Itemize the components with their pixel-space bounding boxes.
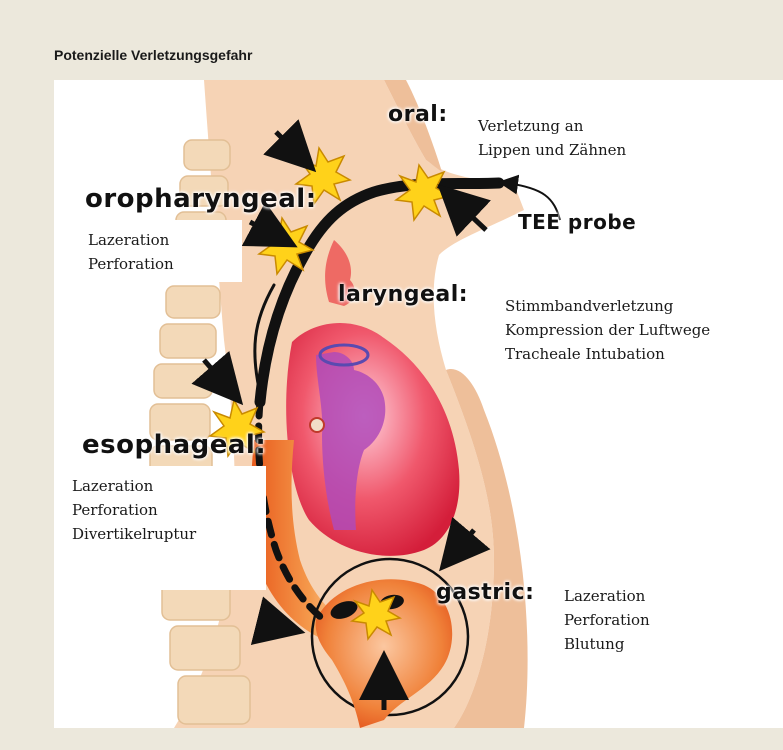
note-oral: Verletzung an Lippen und Zähnen xyxy=(478,114,626,162)
vertebra xyxy=(160,324,216,358)
note-line: Lazeration xyxy=(72,474,258,498)
figure-title: Potenzielle Verletzungsgefahr xyxy=(54,47,252,63)
note-line: Verletzung an xyxy=(478,114,626,138)
region-label-esophageal: esophageal: xyxy=(82,430,266,460)
note-line: Lazeration xyxy=(88,228,234,252)
vertebra xyxy=(170,626,240,670)
note-gastric: Lazeration Perforation Blutung xyxy=(564,584,650,656)
probe-label: TEE probe xyxy=(518,210,636,234)
note-esophageal: Lazeration Perforation Divertikelruptur xyxy=(54,466,266,590)
illustration-panel: oral: Verletzung an Lippen und Zähnen or… xyxy=(54,80,783,728)
vertebra xyxy=(154,364,212,398)
note-line: Lazeration xyxy=(564,584,650,608)
region-label-oropharyngeal: oropharyngeal: xyxy=(85,184,317,214)
note-line: Tracheale Intubation xyxy=(505,342,710,366)
note-oropharyngeal: Lazeration Perforation xyxy=(80,220,242,282)
anatomy-illustration xyxy=(54,80,783,728)
region-label-gastric: gastric: xyxy=(436,580,534,605)
vertebra xyxy=(166,286,220,318)
note-line: Kompression der Luftwege xyxy=(505,318,710,342)
note-line: Blutung xyxy=(564,632,650,656)
note-line: Lippen und Zähnen xyxy=(478,138,626,162)
note-line: Divertikelruptur xyxy=(72,522,258,546)
note-line: Stimmbandverletzung xyxy=(505,294,710,318)
note-line: Perforation xyxy=(88,252,234,276)
vertebra xyxy=(184,140,230,170)
region-label-laryngeal: laryngeal: xyxy=(338,282,468,307)
region-label-oral: oral: xyxy=(388,102,448,127)
note-line: Perforation xyxy=(72,498,258,522)
vertebra xyxy=(178,676,250,724)
vessel-cross-section xyxy=(310,418,324,432)
note-laryngeal: Stimmbandverletzung Kompression der Luft… xyxy=(505,294,710,366)
note-line: Perforation xyxy=(564,608,650,632)
